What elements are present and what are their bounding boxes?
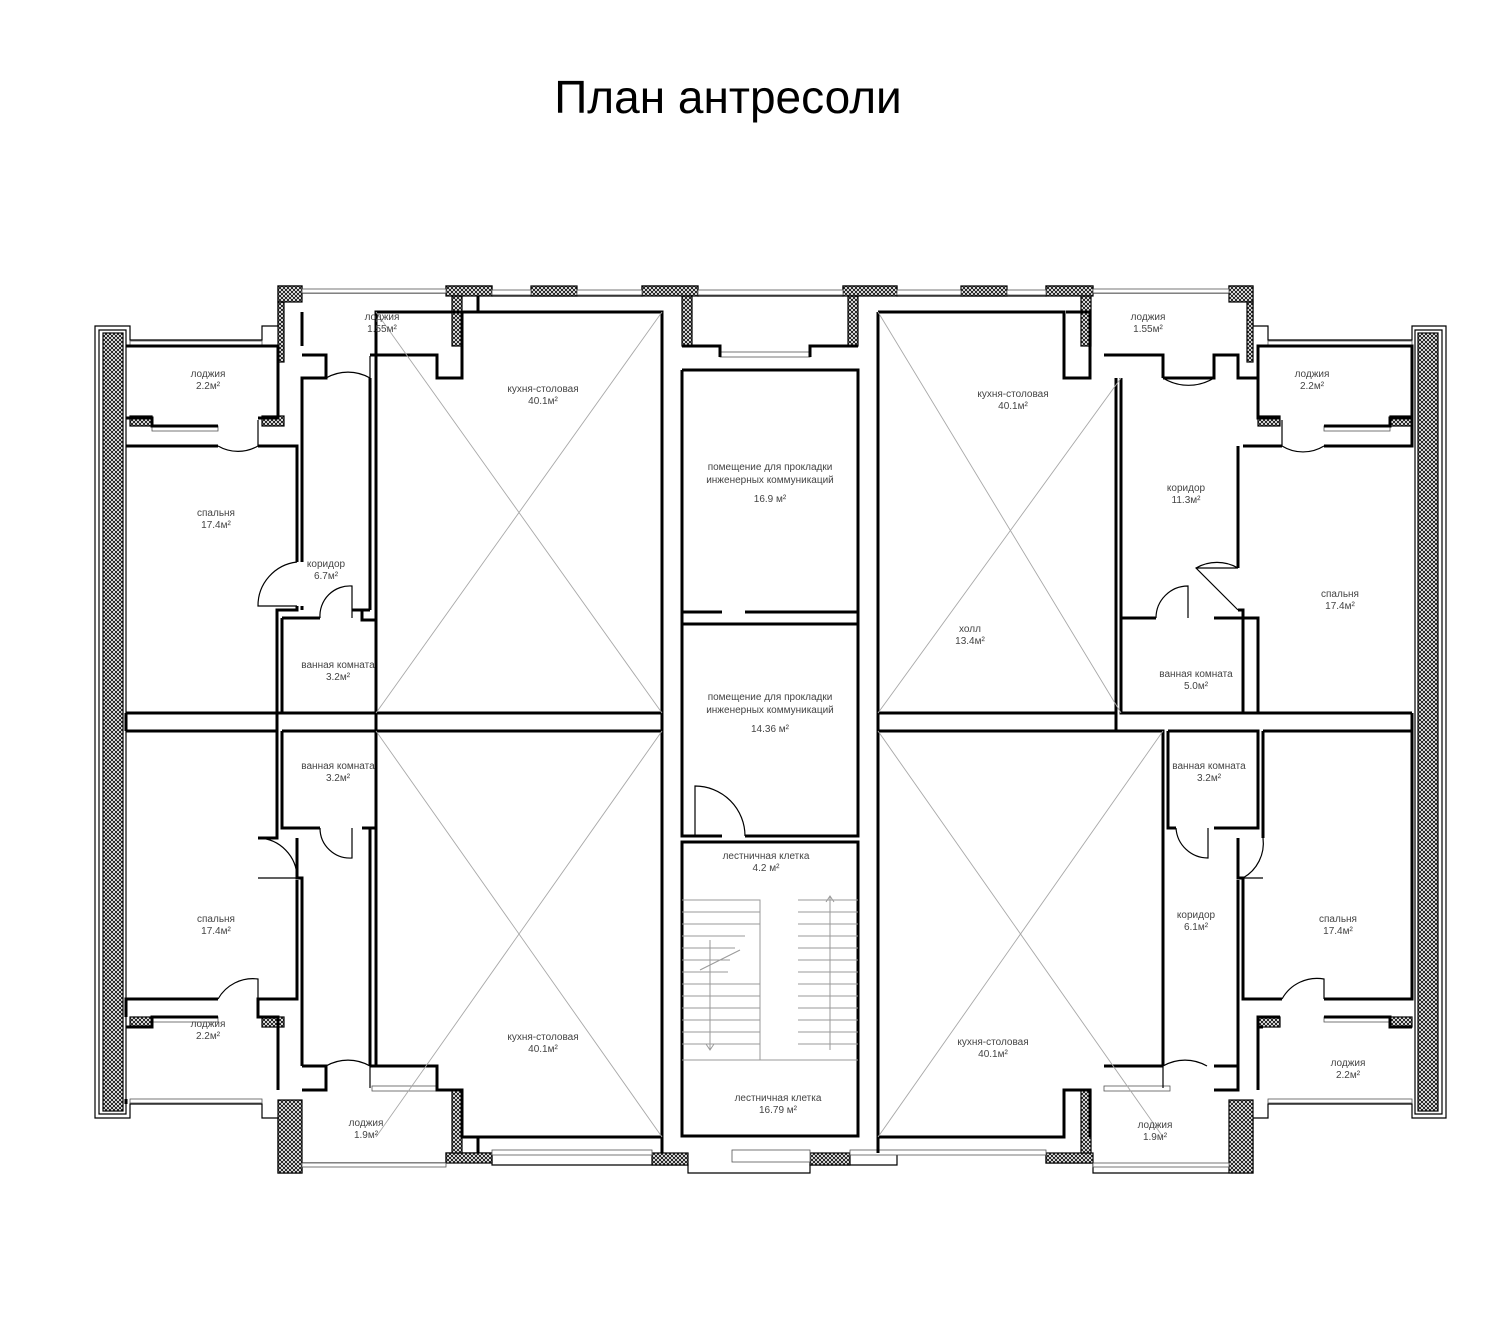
room-area-label: 3.2м²	[326, 773, 351, 784]
room-name-label: коридор	[1167, 483, 1206, 494]
interior-walls	[124, 296, 1414, 1153]
room-area-label: 40.1м²	[998, 401, 1028, 412]
windows	[129, 288, 1413, 1168]
room-name-label: инженерных коммуникаций	[706, 705, 834, 716]
room-name-label: ванная комната	[1172, 761, 1246, 772]
room-area-label: 14.36 м²	[751, 724, 790, 735]
room-name-label: помещение для прокладки	[708, 692, 833, 703]
room-area-label: 5.0м²	[1184, 681, 1209, 692]
room-area-label: 17.4м²	[1325, 601, 1355, 612]
room-area-label: 16.9 м²	[754, 494, 787, 505]
room-name-label: лоджия	[1138, 1120, 1173, 1131]
room-name-label: лоджия	[191, 1019, 226, 1030]
room-labels: лоджия2.2м²лоджия1.55м²кухня-столовая40.…	[191, 312, 1366, 1143]
room-name-label: ванная комната	[301, 660, 375, 671]
room-name-label: лоджия	[349, 1118, 384, 1129]
room-name-label: спальня	[197, 508, 235, 519]
room-name-label: коридор	[307, 559, 346, 570]
room-area-label: 6.1м²	[1184, 922, 1209, 933]
room-area-label: 6.7м²	[314, 571, 339, 582]
room-name-label: спальня	[1321, 589, 1359, 600]
room-area-label: 1.55м²	[367, 324, 397, 335]
room-area-label: 3.2м²	[326, 672, 351, 683]
room-area-label: 2.2м²	[196, 1031, 221, 1042]
room-area-label: 3.2м²	[1197, 773, 1222, 784]
room-name-label: кухня-столовая	[507, 1032, 578, 1043]
room-area-label: 2.2м²	[196, 381, 221, 392]
room-name-label: лестничная клетка	[735, 1093, 822, 1104]
door-swings	[217, 356, 1325, 1088]
room-area-label: 1.55м²	[1133, 324, 1163, 335]
room-area-label: 17.4м²	[201, 926, 231, 937]
staircase	[682, 895, 858, 1061]
room-area-label: 4.2 м²	[753, 863, 781, 874]
room-name-label: спальня	[1319, 914, 1357, 925]
room-area-label: 17.4м²	[1323, 926, 1353, 937]
room-area-label: 40.1м²	[528, 396, 558, 407]
room-name-label: помещение для прокладки	[708, 462, 833, 473]
room-area-label: 40.1м²	[978, 1049, 1008, 1060]
room-area-label: 16.79 м²	[759, 1105, 798, 1116]
room-name-label: кухня-столовая	[977, 389, 1048, 400]
void-crosses	[375, 311, 1164, 1138]
room-area-label: 1.9м²	[354, 1130, 379, 1141]
room-area-label: 40.1м²	[528, 1044, 558, 1055]
room-name-label: лоджия	[1131, 312, 1166, 323]
room-name-label: спальня	[197, 914, 235, 925]
hatched-walls	[102, 285, 1439, 1174]
room-name-label: инженерных коммуникаций	[706, 475, 834, 486]
room-name-label: ванная комната	[1159, 669, 1233, 680]
room-name-label: лоджия	[365, 312, 400, 323]
room-area-label: 13.4м²	[955, 636, 985, 647]
room-area-label: 2.2м²	[1300, 381, 1325, 392]
room-name-label: лестничная клетка	[723, 851, 810, 862]
room-name-label: коридор	[1177, 910, 1216, 921]
room-name-label: лоджия	[1331, 1058, 1366, 1069]
room-name-label: кухня-столовая	[507, 384, 578, 395]
room-area-label: 11.3м²	[1172, 495, 1202, 506]
plan-title: План антресоли	[554, 71, 902, 123]
room-name-label: ванная комната	[301, 761, 375, 772]
room-name-label: лоджия	[191, 369, 226, 380]
room-name-label: холл	[959, 624, 981, 635]
room-area-label: 1.9м²	[1143, 1132, 1168, 1143]
room-name-label: кухня-столовая	[957, 1037, 1028, 1048]
room-name-label: лоджия	[1295, 369, 1330, 380]
room-area-label: 2.2м²	[1336, 1070, 1361, 1081]
room-area-label: 17.4м²	[201, 520, 231, 531]
